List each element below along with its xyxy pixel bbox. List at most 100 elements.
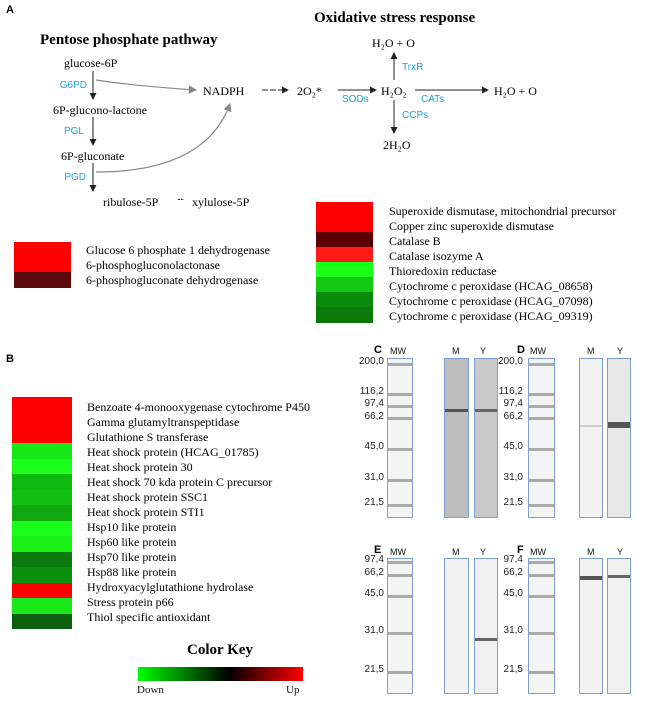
color-key-down: Down xyxy=(137,684,164,696)
heatmap-cell xyxy=(12,505,72,522)
heatmap-label: 6-phosphogluconate dehydrogenase xyxy=(86,273,259,287)
panel-letter-b: B xyxy=(6,353,14,365)
heatmap-label: Cytochrome c peroxidase (HCAG_07098) xyxy=(389,294,593,308)
heatmap-label: Hsp70 like protein xyxy=(87,550,177,564)
lane-header-y: Y xyxy=(480,346,487,356)
gel-lane-m xyxy=(444,358,469,518)
lane-header-y: Y xyxy=(617,346,624,356)
heatmap-label: Benzoate 4-monooxygenase cytochrome P450 xyxy=(87,400,310,414)
lane-header-mw: MW xyxy=(390,346,406,356)
heatmap-cell xyxy=(14,257,71,273)
lane-header-mw: MW xyxy=(390,547,406,557)
heatmap-label: Gamma glutamyltranspeptidase xyxy=(87,415,240,429)
gel-lane-m xyxy=(579,558,603,694)
heatmap-label: Glucose 6 phosphate 1 dehydrogenase xyxy=(86,243,270,257)
heatmap-label: Hsp60 like protein xyxy=(87,535,177,549)
heatmap-label: Glutathione S transferase xyxy=(87,430,209,444)
lane-header-y: Y xyxy=(480,547,487,557)
ppp-title: Pentose phosphate pathway xyxy=(40,32,218,48)
heatmap-label: Catalase B xyxy=(389,234,441,248)
heatmap-cell xyxy=(316,217,373,233)
heatmap-cell xyxy=(316,247,373,263)
mw-marker: 45,0 xyxy=(364,588,384,599)
lane-header-y: Y xyxy=(617,547,624,557)
panel-letter-a: A xyxy=(6,4,14,16)
mw-marker: 31,0 xyxy=(503,625,523,636)
cats-enzyme: CATs xyxy=(421,94,445,105)
pathway-arrows xyxy=(89,52,489,200)
mw-marker: 66,2 xyxy=(503,411,523,422)
gel-lane-y xyxy=(607,558,631,694)
heatmap-label: Heat shock protein SSC1 xyxy=(87,490,208,504)
heatmap-cell xyxy=(12,598,72,615)
heatmap-cell xyxy=(12,551,72,568)
gel-lane-m xyxy=(444,558,469,694)
heatmap-label: Heat shock 70 kda protein C precursor xyxy=(87,475,273,489)
heatmap-label: Heat shock protein (HCAG_01785) xyxy=(87,445,259,459)
heatmap-cell xyxy=(12,397,72,413)
gel-lane-y xyxy=(607,358,631,518)
heatmap-label: Cytochrome c peroxidase (HCAG_08658) xyxy=(389,279,593,293)
heatmap-cell xyxy=(316,262,373,278)
mw-marker: 31,0 xyxy=(364,625,384,636)
heatmap-cell xyxy=(12,567,72,584)
lane-header-m: M xyxy=(452,547,460,557)
gluconate: 6P-gluconate xyxy=(61,149,125,163)
heatmap-cell xyxy=(12,536,72,553)
panel-letter-e: E xyxy=(374,544,382,556)
mw-marker: 45,0 xyxy=(364,441,384,452)
heatmap-ppp-labels: Glucose 6 phosphate 1 dehydrogenase 6-ph… xyxy=(86,243,270,288)
gel-lane-m xyxy=(579,358,603,518)
superoxide: 2O₂* xyxy=(297,84,322,98)
pgl-enzyme: PGL xyxy=(63,126,84,137)
heatmap-label: Cytochrome c peroxidase (HCAG_09319) xyxy=(389,309,593,323)
mw-marker: 116,2 xyxy=(498,386,523,397)
heatmap-stress xyxy=(12,397,72,630)
water: 2H₂O xyxy=(383,138,411,152)
pgd-enzyme: PGD xyxy=(64,172,86,183)
mw-marker: 200,0 xyxy=(497,356,523,367)
mw-marker: 45,0 xyxy=(503,441,523,452)
heatmap-stress-labels: Benzoate 4-monooxygenase cytochrome P450… xyxy=(87,400,310,625)
mw-marker: 97,4 xyxy=(364,554,384,565)
color-key-title: Color Key xyxy=(187,642,253,658)
heatmap-label: Hydroxyacylglutathione hydrolase xyxy=(87,580,254,594)
heatmap-cell xyxy=(12,412,72,429)
panel-letter-c: C xyxy=(374,344,382,356)
glucose-6p: glucose-6P xyxy=(64,56,118,70)
gel-lane-mw xyxy=(387,358,413,518)
heatmap-label: Stress protein p66 xyxy=(87,595,174,609)
gel-lane-mw xyxy=(528,358,555,518)
heatmap-osr xyxy=(316,202,373,323)
lane-header-m: M xyxy=(587,547,595,557)
heatmap-cell xyxy=(12,474,72,491)
lane-header-mw: MW xyxy=(530,547,546,557)
ccps-enzyme: CCPs xyxy=(402,110,429,121)
heatmap-label: Catalase isozyme A xyxy=(389,249,484,263)
lane-header-mw: MW xyxy=(530,346,546,356)
ribulose-5p: ribulose-5P xyxy=(103,195,159,209)
mw-marker: 116,2 xyxy=(359,386,384,397)
gel-lane-y xyxy=(474,558,498,694)
heatmap-ppp xyxy=(14,242,71,288)
mw-marker: 66,2 xyxy=(364,567,384,578)
heatmap-label: Heat shock protein STI1 xyxy=(87,505,205,519)
gel-lane-mw xyxy=(387,558,413,694)
trxr-enzyme: TrxR xyxy=(402,62,424,73)
mw-marker: 97,4 xyxy=(364,398,384,409)
lane-header-m: M xyxy=(587,346,595,356)
xylulose-5p: xylulose-5P xyxy=(192,195,250,209)
panel-letter-d: D xyxy=(517,344,525,356)
mw-marker: 21,5 xyxy=(503,497,523,508)
heatmap-cell xyxy=(14,242,71,258)
gel-lane-mw xyxy=(528,558,555,694)
heatmap-cell xyxy=(316,232,373,248)
mw-marker: 97,4 xyxy=(503,398,523,409)
heatmap-cell xyxy=(316,307,373,323)
nadph-branch-arrows xyxy=(95,79,232,173)
gluconolactone: 6P-glucono-lactone xyxy=(53,103,147,117)
heatmap-cell xyxy=(12,443,72,460)
color-key-gradient xyxy=(138,667,303,681)
mw-marker: 21,5 xyxy=(503,664,523,675)
